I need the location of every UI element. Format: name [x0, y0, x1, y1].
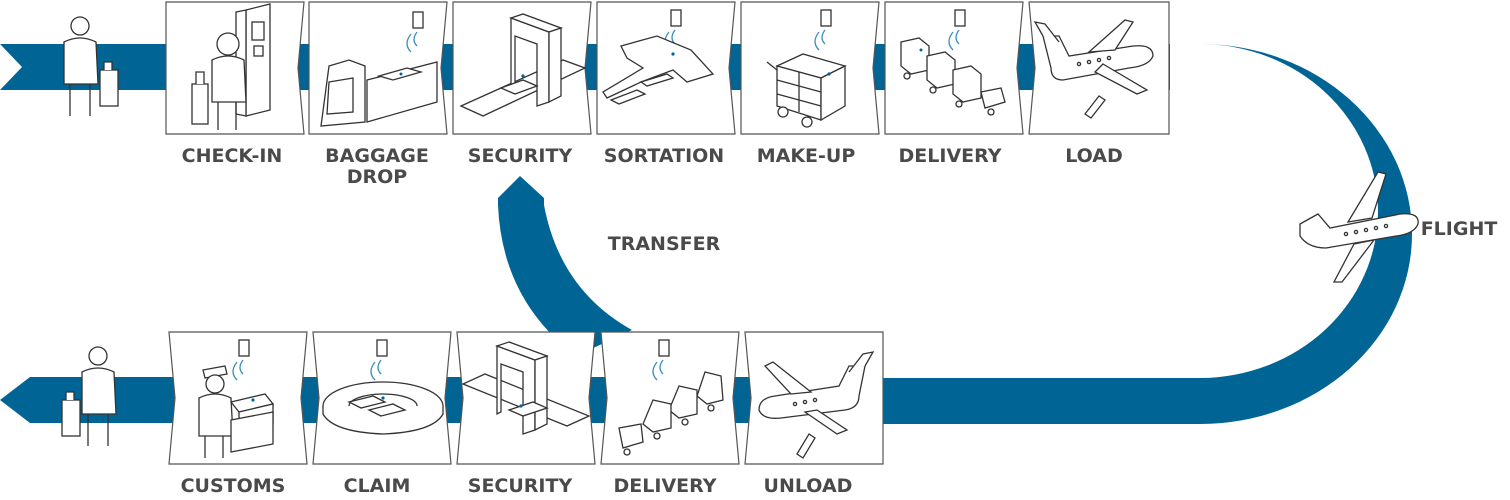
label-flight: FLIGHT [1421, 218, 1498, 240]
flight-plane-icon [1299, 171, 1419, 283]
baggage-train-icon [618, 339, 724, 456]
step-security-arrival [456, 331, 596, 465]
arrival-panels [168, 331, 884, 465]
departure-panels [165, 1, 1170, 135]
arrival-labels: CUSTOMS CLAIM SECURITY DELIVERY UNLOAD [181, 475, 853, 497]
label-security-arrival: SECURITY [468, 475, 573, 497]
step-check-in [165, 1, 305, 135]
plane-loading-icon [1033, 19, 1154, 119]
arriving-traveller-icon [61, 346, 117, 446]
security-scanner-icon [459, 13, 587, 117]
step-delivery [884, 1, 1024, 135]
security-scanner-icon [461, 341, 591, 435]
departure-labels: CHECK-IN BAGGAGE DROP SECURITY SORTATION… [182, 145, 1123, 188]
step-baggage-drop [308, 1, 448, 135]
label-check-in: CHECK-IN [182, 145, 283, 167]
departing-traveller-icon [63, 16, 119, 116]
label-delivery: DELIVERY [899, 145, 1002, 167]
baggage-train-icon [900, 9, 1006, 116]
step-security [452, 1, 592, 135]
label-sortation: SORTATION [604, 145, 724, 167]
label-transfer: TRANSFER [608, 233, 721, 255]
baggage-carousel-icon [322, 339, 444, 435]
label-baggage-drop-line2: DROP [347, 166, 408, 188]
step-customs [168, 331, 308, 465]
step-unload [744, 331, 884, 465]
plane-unloading-icon [758, 351, 875, 459]
sortation-conveyor-icon [602, 9, 715, 105]
label-security: SECURITY [468, 145, 573, 167]
step-load [1028, 1, 1170, 135]
transfer-band [498, 176, 632, 356]
step-make-up [740, 1, 880, 135]
step-claim [312, 331, 452, 465]
label-unload: UNLOAD [764, 475, 853, 497]
step-delivery-arrival [600, 331, 740, 465]
label-load: LOAD [1065, 145, 1123, 167]
check-in-kiosk-icon [191, 3, 271, 130]
label-customs: CUSTOMS [181, 475, 286, 497]
customs-officer-icon [198, 339, 275, 458]
flight-loop-band [876, 44, 1412, 424]
label-baggage-drop-line1: BAGGAGE [325, 145, 429, 167]
baggage-cart-icon [766, 9, 847, 128]
baggage-drop-icon [320, 11, 438, 127]
label-claim: CLAIM [344, 475, 411, 497]
step-sortation [596, 1, 736, 135]
label-make-up: MAKE-UP [757, 145, 856, 167]
label-delivery-arrival: DELIVERY [614, 475, 717, 497]
